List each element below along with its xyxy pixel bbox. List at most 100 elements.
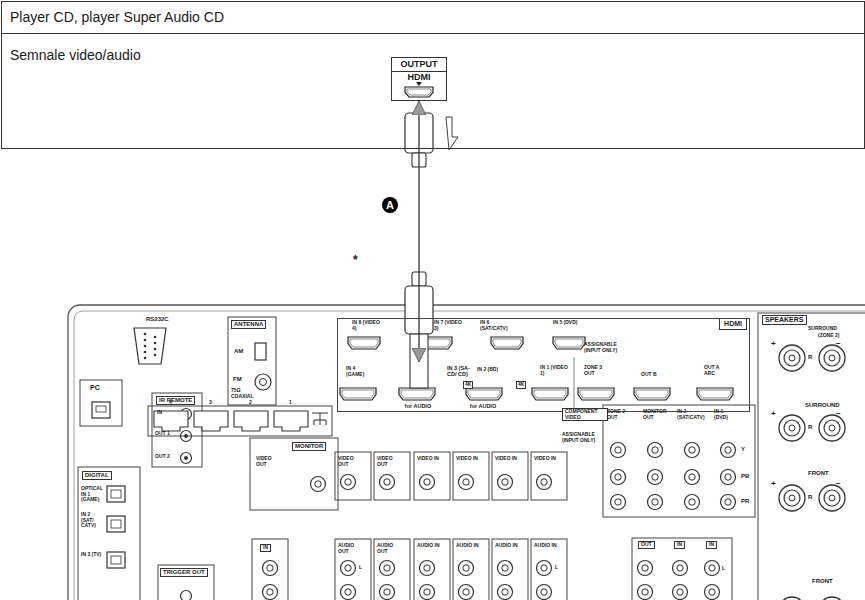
rca-jack: [638, 561, 653, 576]
rca-jack: [541, 565, 547, 571]
rca-jack: [642, 589, 648, 595]
rca-jack: [459, 561, 474, 576]
panel-label: AUDIO OUT: [377, 543, 401, 554]
port-name: HDMI: [392, 72, 446, 83]
speaker-terminal: [829, 425, 835, 431]
speaker-terminal: [789, 425, 795, 431]
panel-label: L: [359, 565, 362, 571]
jack-column: [335, 539, 371, 600]
jack-column: [374, 539, 410, 600]
rca-jack: [685, 443, 700, 458]
panel-label: +: [771, 340, 776, 349]
rca-jack: [689, 499, 695, 505]
rca-jack: [345, 589, 351, 595]
jack-column: [414, 539, 450, 600]
rca-jack: [502, 589, 508, 595]
rca-jack: [380, 561, 395, 576]
hdmi-port: [636, 390, 668, 398]
dsub-pin: [144, 357, 147, 360]
dsub-pin: [144, 351, 147, 354]
panel-label: AUDIO IN: [456, 543, 480, 549]
digital-frame: [78, 467, 140, 600]
panel-label: SPEAKERS: [762, 315, 807, 325]
rca-jack: [315, 481, 321, 487]
hdmi-port: [340, 388, 376, 400]
rca-jack: [424, 479, 430, 485]
hdmi-port: [578, 388, 614, 400]
rca-jack: [498, 475, 513, 490]
rca-jack: [725, 447, 731, 453]
hdmi-port: [405, 87, 433, 97]
dsub-pin: [154, 354, 157, 357]
panel-label: (ZONE 2): [818, 333, 839, 339]
hdmi-port: [342, 390, 374, 398]
dsub-pin: [154, 348, 157, 351]
rca-jack: [537, 585, 552, 600]
port-heading: OUTPUT: [392, 58, 446, 72]
panel-label: OUT: [638, 541, 655, 549]
panel-label: OUT 2: [155, 454, 170, 460]
speaker-terminal: [789, 495, 795, 501]
hdmi-port: [401, 390, 433, 398]
rca-jack: [721, 470, 736, 485]
rca-jack: [463, 565, 469, 571]
panel-label: 4K: [516, 381, 526, 389]
panel-label: PB: [741, 473, 749, 480]
panel-label: FM: [233, 376, 242, 383]
rca-jack: [705, 585, 720, 600]
usb-port: [92, 402, 110, 418]
rca-jack: [341, 561, 356, 576]
hdmi-cable: [418, 101, 419, 362]
rca-jack: [537, 475, 552, 490]
panel-label: IN 5 (DVD): [553, 320, 579, 326]
jack-column: [374, 452, 410, 500]
panel-label: VIDEO OUT: [256, 456, 276, 467]
optical-port: [107, 516, 125, 532]
rca-jack: [685, 495, 700, 510]
panel-label: ANTENNA: [231, 320, 266, 329]
rca-jack: [677, 565, 683, 571]
jack-column: [531, 452, 567, 500]
panel-label: Y: [741, 446, 745, 453]
panel-label: IN 3 (TV): [81, 552, 103, 558]
panel-label: 4: [169, 400, 172, 406]
panel-label: IN 1 (VIDEO 1): [540, 365, 570, 376]
rca-jack: [541, 589, 547, 595]
panel-label: L: [722, 566, 725, 572]
rca-jack: [725, 499, 731, 505]
rca-jack: [420, 475, 435, 490]
rca-jack: [384, 479, 390, 485]
usb-port: [96, 406, 106, 412]
panel-label: IR REMOTE: [156, 396, 195, 405]
panel-label: TRIGGER OUT: [160, 568, 208, 577]
mini-jack: [181, 453, 192, 464]
rca-jack: [424, 589, 430, 595]
panel-label: MONITOR OUT: [643, 409, 671, 420]
speaker-terminal: [824, 490, 840, 506]
hdmi-port: [532, 388, 568, 400]
panel-label: ZONE 2 OUT: [607, 409, 635, 420]
am-terminal: [255, 343, 266, 360]
dsub-pin: [144, 333, 147, 336]
speaker-frame: [758, 313, 865, 600]
rca-jack: [463, 479, 469, 485]
panel-label: MONITOR: [292, 442, 326, 451]
panel-label: IN 8 (VIDEO 4): [352, 320, 382, 331]
panel-label: R: [808, 494, 812, 501]
rca-jack: [673, 585, 688, 600]
rca-jack: [537, 561, 552, 576]
rca-jack: [341, 475, 356, 490]
panel-label: −: [836, 340, 841, 349]
table-band: Player CD, player Super Audio CD: [1, 1, 865, 34]
speaker-terminal: [784, 420, 800, 436]
panel-label: RS232C: [146, 316, 169, 323]
panel-label: OUT A ARC: [704, 365, 730, 376]
hdmi-port: [555, 339, 583, 347]
panel-label: VIDEO IN: [495, 456, 517, 462]
rca-jack: [689, 474, 695, 480]
rca-jack: [648, 470, 663, 485]
speaker-terminal: [824, 350, 840, 366]
footnote-mark: *: [353, 254, 358, 267]
speaker-terminal: [779, 345, 805, 371]
rca-jack: [709, 565, 715, 571]
